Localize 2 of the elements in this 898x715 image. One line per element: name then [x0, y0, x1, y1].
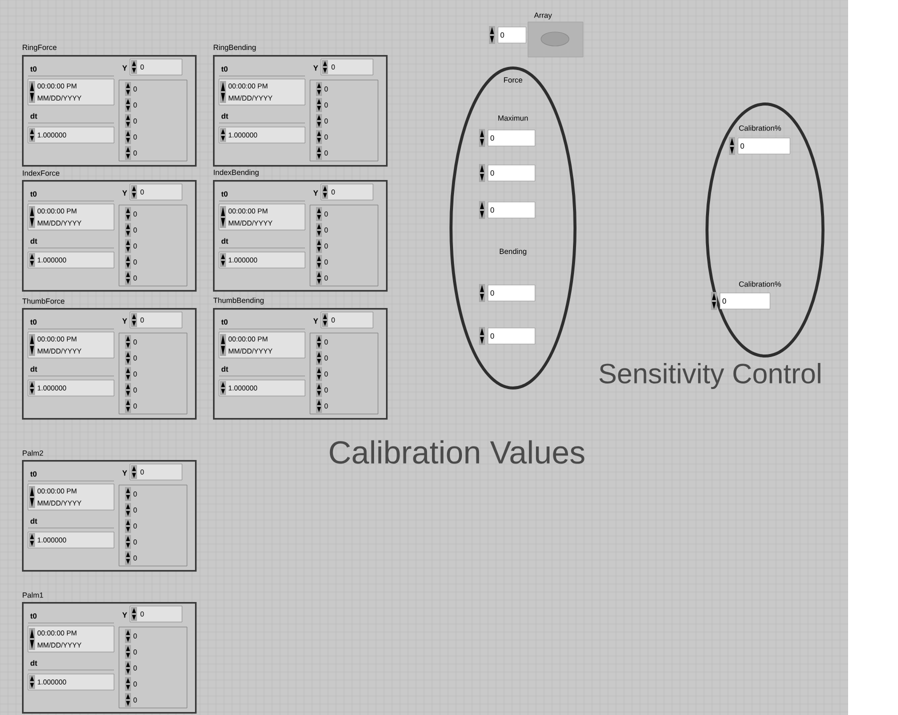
caption-text: Sensitivity Control: [599, 362, 820, 390]
caption-text: Calibration Values: [330, 440, 584, 464]
